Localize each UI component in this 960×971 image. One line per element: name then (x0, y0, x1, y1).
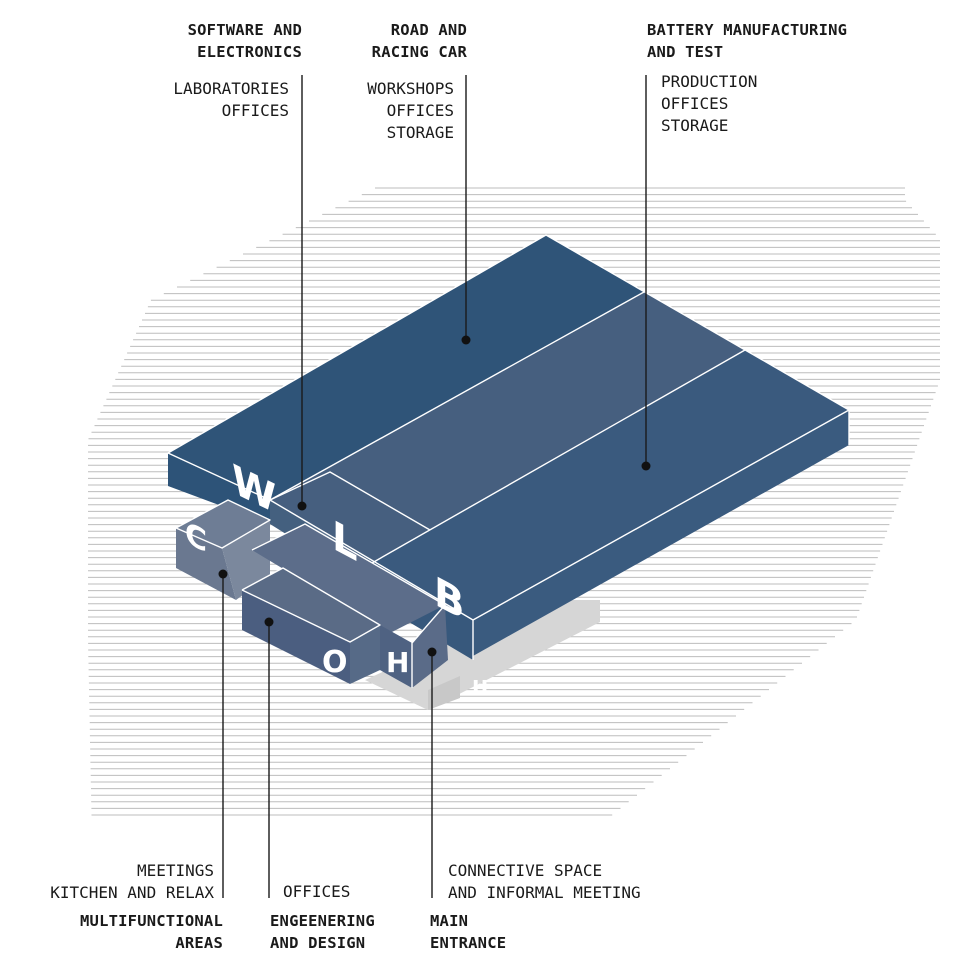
block-u-letter: U (472, 676, 488, 700)
block-w-front (168, 453, 270, 524)
block-w-top (168, 235, 644, 500)
main-volume-outline (167, 234, 850, 621)
road-items: WORKSHOPS OFFICES STORAGE (367, 79, 454, 142)
block-o-letter: O (322, 645, 348, 680)
block-b-top (372, 350, 849, 620)
leader-dot-battery (641, 461, 651, 471)
block-h-front (380, 625, 412, 688)
leader-dot-main (427, 647, 437, 657)
block-c-edges (175, 499, 271, 549)
block-h (251, 523, 448, 688)
block-h-letter: H (386, 646, 409, 679)
seam-inner-l (269, 471, 431, 531)
block-h-edges (251, 523, 446, 688)
block-b-side (473, 410, 849, 656)
block-c-top (176, 500, 270, 548)
block-o-front (242, 590, 350, 684)
block-l-top (270, 292, 745, 563)
block-h-side (412, 605, 448, 688)
main-items: CONNECTIVE SPACE AND INFORMAL MEETING (448, 861, 641, 902)
block-c-letter: C (185, 516, 207, 561)
block-o-edges (241, 567, 381, 643)
multifunctional-title: MULTIFUNCTIONAL AREAS (80, 912, 223, 952)
multifunctional-items: MEETINGS KITCHEN AND RELAX (50, 861, 214, 902)
block-h-top (252, 524, 445, 633)
block-c-front (176, 528, 236, 600)
road-title: ROAD AND RACING CAR (371, 21, 467, 61)
software-title: SOFTWARE AND ELECTRONICS (187, 21, 302, 61)
seam-w-l (269, 291, 645, 501)
battery-title: BATTERY MANUFACTURING AND TEST (647, 21, 848, 61)
block-u-front (365, 600, 600, 710)
leader-dot-engineering (264, 617, 274, 627)
leader-dot-software (297, 501, 307, 511)
software-items: LABORATORIES OFFICES (173, 79, 289, 120)
block-w (168, 235, 644, 524)
block-c (175, 499, 271, 600)
main-title: MAIN ENTRANCE (430, 912, 507, 952)
block-o-top (242, 568, 380, 642)
engineering-title: ENGEENERING AND DESIGN (270, 912, 375, 952)
block-u: U (365, 600, 600, 710)
block-c-side (222, 520, 270, 600)
battery-items: PRODUCTION OFFICES STORAGE (661, 72, 758, 135)
leader-dot-road (461, 335, 471, 345)
seam-l-b (371, 349, 746, 564)
block-o-side (350, 625, 380, 684)
block-o (241, 567, 381, 684)
engineering-items: OFFICES (283, 882, 351, 901)
leader-dot-multifunctional (218, 569, 228, 579)
block-u-side (428, 676, 460, 710)
